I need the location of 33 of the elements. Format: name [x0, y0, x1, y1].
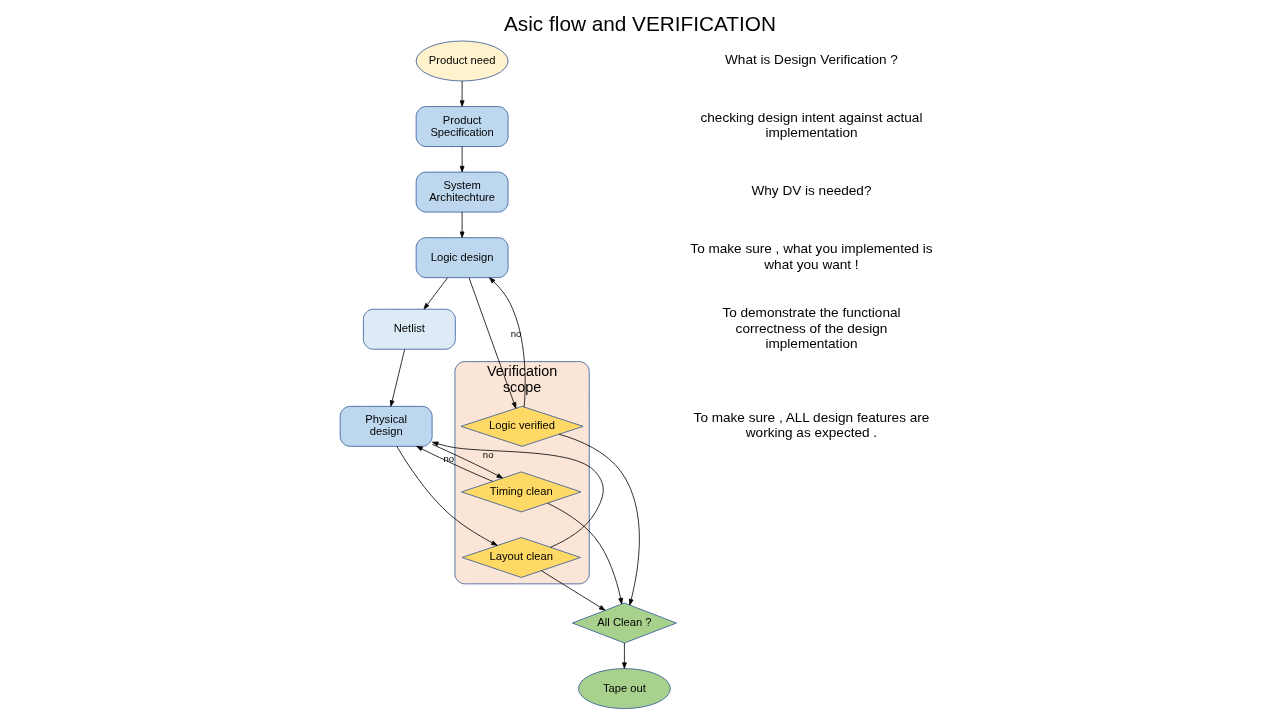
node-ellipse: Product need — [415, 40, 509, 82]
node-box: Physical design — [339, 405, 433, 447]
label: To demonstrate the functional correctness of the design implementation — [722, 305, 901, 351]
node-box: Logic design — [415, 237, 509, 279]
node-box: Product Specification — [415, 106, 509, 147]
arrow — [396, 445, 498, 546]
edge-label: no — [443, 452, 455, 464]
node-ellipse: Tape out — [578, 668, 671, 709]
label: What is Design Verification ? — [725, 52, 898, 68]
label: To make sure , ALL design features are working as expected . — [693, 410, 930, 441]
arrow — [468, 277, 517, 409]
arrow — [558, 433, 640, 606]
arrow — [547, 502, 623, 605]
label: Why DV is needed? — [751, 183, 872, 199]
arrow — [489, 277, 526, 408]
diagram-title: Asic flow and VERIFICATION — [504, 12, 776, 36]
edge-label: no — [510, 328, 522, 340]
arrow — [389, 348, 406, 407]
arrow — [432, 444, 503, 479]
arrow — [416, 445, 494, 482]
node-diamond: Logic verified — [460, 405, 584, 447]
arrow — [622, 642, 627, 669]
edge-label: no — [482, 449, 494, 461]
node-box: System Architechture — [415, 171, 509, 213]
arrow — [459, 146, 465, 173]
arrow — [459, 211, 465, 238]
node-box: Netlist — [363, 308, 456, 350]
label: checking design intent against actual implementation — [700, 110, 923, 141]
arrow — [459, 80, 465, 107]
arrow — [423, 277, 448, 310]
arrow — [431, 441, 604, 548]
label: To make sure , what you implemented is what you want ! — [690, 241, 933, 272]
arrow — [541, 570, 606, 611]
